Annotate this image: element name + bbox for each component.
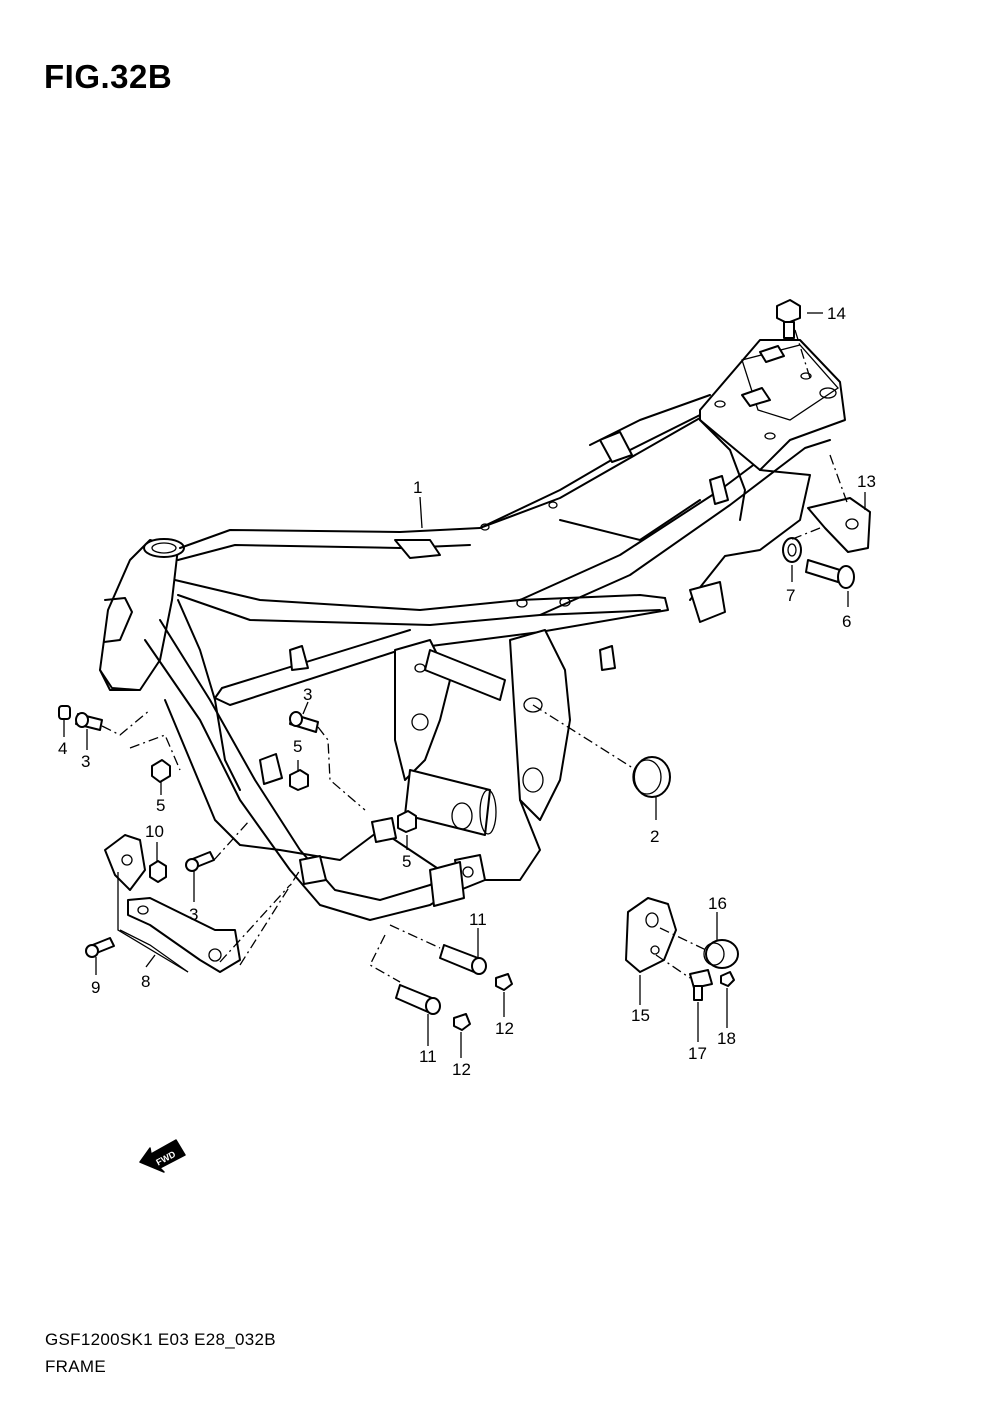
callout-5-mid: 5 (293, 737, 302, 756)
callout-3-mid: 3 (303, 685, 312, 704)
part-8-bracket-set (104, 834, 241, 973)
callout-2: 2 (650, 827, 659, 846)
callout-15: 15 (631, 1006, 650, 1025)
callout-12-upper: 12 (495, 1019, 514, 1038)
part-12-cap-upper (495, 973, 513, 991)
part-12-cap-lower (453, 1013, 471, 1031)
frame-body (99, 339, 846, 921)
callout-12-lower: 12 (452, 1060, 471, 1079)
figure-title: FIG.32B (44, 58, 173, 95)
part-3-bolt-lower (185, 851, 215, 872)
part-11-bolt-lower (395, 984, 441, 1015)
callout-11-upper: 11 (469, 910, 487, 929)
fwd-arrow-icon: FWD (139, 1139, 186, 1173)
callout-5-left: 5 (156, 796, 165, 815)
part-14-bolt (776, 299, 801, 339)
part-5-nut-mid (289, 769, 309, 791)
part-13-bracket (807, 497, 871, 553)
callout-3-left: 3 (81, 752, 90, 771)
callout-6: 6 (842, 612, 851, 631)
callout-17: 17 (688, 1044, 707, 1063)
callout-16: 16 (708, 894, 727, 913)
part-11-bolt-upper (439, 944, 487, 975)
callout-18: 18 (717, 1029, 736, 1048)
callout-11-lower: 11 (419, 1047, 437, 1066)
part-15-mount (625, 897, 677, 973)
part-7-washer (782, 537, 802, 563)
part-4-nut (58, 705, 71, 720)
callout-9: 9 (91, 978, 100, 997)
part-2-cap (632, 756, 671, 798)
callout-14: 14 (827, 304, 846, 323)
part-5-nut-low (397, 810, 417, 833)
diagram-code: GSF1200SK1 E03 E28_032B (45, 1330, 276, 1349)
callout-3-lower: 3 (189, 905, 198, 924)
callout-7: 7 (786, 586, 795, 605)
part-3-bolt-left (75, 712, 103, 731)
callout-5-low: 5 (402, 852, 411, 871)
callout-13: 13 (857, 472, 876, 491)
part-10-nut (149, 860, 167, 883)
part-17-bolt (689, 969, 713, 1001)
callout-4: 4 (58, 739, 67, 758)
callout-labels: 1 2 3 3 3 4 5 5 5 6 7 8 9 10 11 11 12 12… (58, 304, 876, 1079)
part-9-bolt (85, 937, 115, 958)
callout-1: 1 (413, 478, 422, 497)
leader-lines (63, 312, 866, 1058)
part-3-bolt-mid (289, 711, 319, 733)
part-5-nut-left (151, 759, 171, 783)
diagram-name: FRAME (45, 1357, 106, 1376)
callout-8: 8 (141, 972, 150, 991)
part-6-bolt (805, 559, 855, 589)
callout-10: 10 (145, 822, 164, 841)
part-18-cap (720, 971, 735, 987)
part-16-bushing (703, 939, 739, 969)
